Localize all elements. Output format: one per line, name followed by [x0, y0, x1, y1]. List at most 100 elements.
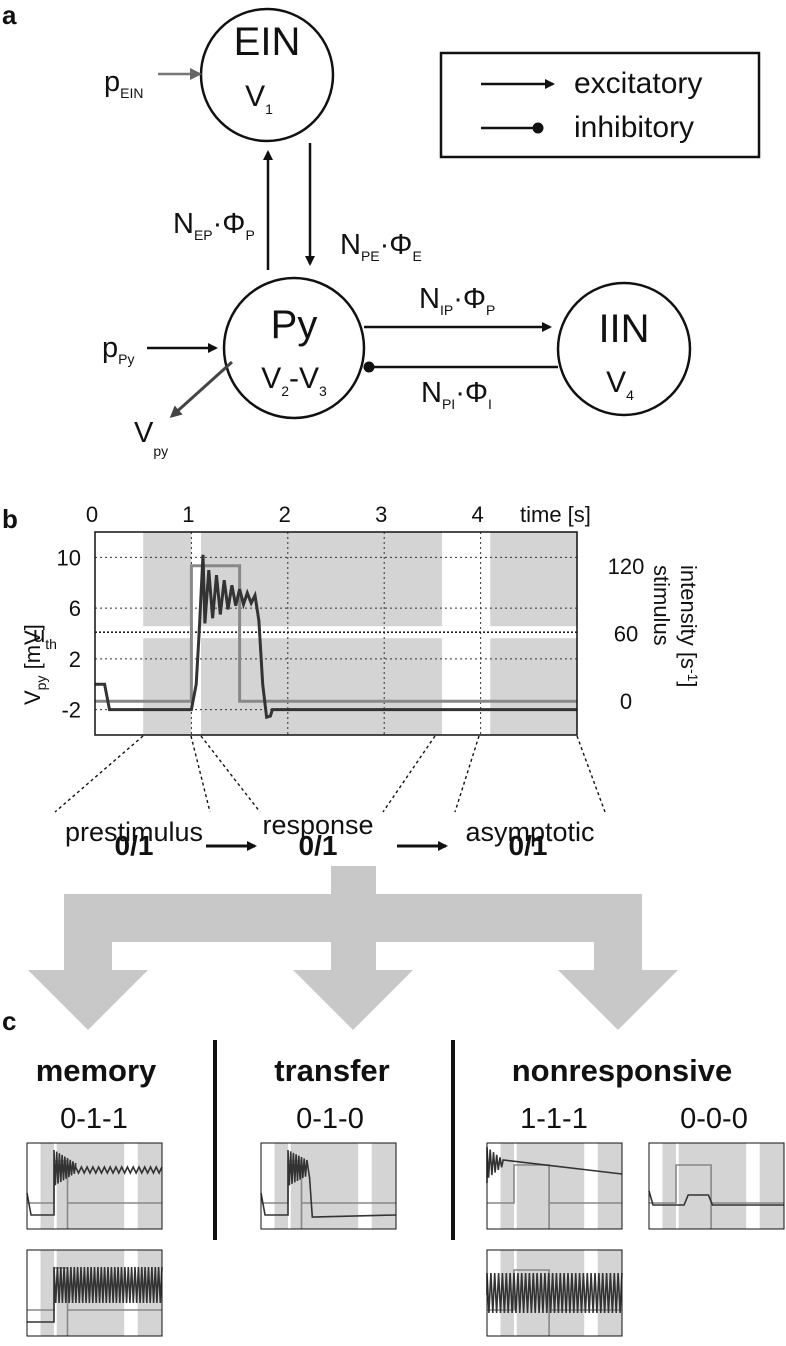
vpy-series [95, 554, 577, 720]
shaded-window-1-lower [201, 638, 443, 735]
thumbnail-transfer [260, 1142, 397, 1230]
p-py-label: pPy [102, 332, 134, 367]
phase-asymptotic: asymptotic [465, 817, 594, 847]
left-tick-2: 2 [69, 647, 81, 672]
phase-prestimulus: prestimulus [65, 817, 203, 847]
uth-label: uth [33, 622, 57, 652]
category-nonresponsive-code-1: 1-1-1 [520, 1103, 588, 1135]
nonresp-osc-trace [486, 1272, 623, 1314]
nonresp-111-window-2 [597, 1143, 622, 1229]
transfer-window-0 [274, 1143, 288, 1229]
thumbnail-memory-2 [26, 1249, 163, 1337]
npi-label: NPI·ΦI [421, 377, 492, 412]
legend: excitatory inhibitory [439, 51, 761, 159]
thumbnail-nonresponsive-oscillation [486, 1249, 623, 1337]
iin-node: IIN V4 [556, 281, 692, 417]
transfer-frame [260, 1142, 397, 1230]
plot-frame [94, 531, 578, 736]
time-tick-4: 4 [471, 502, 483, 527]
py-node: Py V2-V3 [222, 276, 366, 420]
time-tick-0: 0 [86, 502, 98, 527]
right-tick-120: 120 [608, 554, 645, 579]
time-tick-3: 3 [375, 502, 387, 527]
nep-label: NEP·ΦP [173, 208, 255, 243]
shaded-windows [143, 532, 577, 735]
memory-1-window-0 [40, 1143, 54, 1229]
time-tick-2: 2 [279, 502, 291, 527]
nonresp-000-window-0 [662, 1143, 676, 1229]
nip-label: NIP·ΦP [419, 283, 495, 318]
shaded-window-1-upper [201, 532, 443, 627]
transfer-trace [260, 1149, 397, 1218]
memory-1-trace [26, 1149, 163, 1216]
panel-a-letter: a [2, 0, 17, 30]
shaded-window-2-lower [490, 638, 577, 735]
panel-b-letter: b [2, 504, 18, 534]
branch-arrow [28, 866, 678, 1030]
code-second: 0/1 [299, 830, 338, 861]
panel-c-letter: c [2, 1006, 16, 1036]
memory-1-window-2 [137, 1143, 162, 1229]
shaded-window-2-upper [490, 532, 577, 627]
memory-2-window-0 [40, 1250, 54, 1336]
nonresp-000-frame [648, 1142, 785, 1230]
leader-lines [54, 735, 606, 813]
phase-response: response [262, 810, 373, 840]
shaded-window-0-lower [143, 638, 192, 735]
category-memory-code: 0-1-1 [60, 1103, 128, 1135]
thumbnail-nonresponsive-000 [648, 1142, 785, 1230]
category-nonresponsive-code-2: 0-0-0 [680, 1103, 748, 1135]
nonresp-111-frame [486, 1142, 623, 1230]
right-tick-60: 60 [614, 622, 638, 647]
ticks: 0 1 2 3 4 10 6 2 -2 120 60 0 [57, 502, 645, 723]
category-transfer-code: 0-1-0 [296, 1103, 364, 1135]
nonresp-000-window-1 [678, 1143, 747, 1229]
memory-2-trace [27, 1266, 163, 1323]
right-axis-label-1: stimulus [649, 565, 674, 646]
time-axis-label: time [s] [520, 502, 591, 527]
iin-name: IIN [598, 307, 649, 351]
right-axis-label-2: intensity [s-1] [676, 565, 701, 688]
codes-row: 0/1 0/1 0/1 [115, 830, 548, 861]
code-third: 0/1 [509, 830, 548, 861]
nonresp-000-stimulus [649, 1164, 784, 1229]
py-name: Py [271, 303, 318, 347]
stimulus-series [95, 564, 577, 703]
panel-a: a EIN V1 Py V2-V3 IIN V4 pEIN pPy Vp [2, 0, 761, 459]
arrow-v-py [169, 360, 234, 419]
left-tick-10: 10 [57, 545, 81, 570]
legend-inhibitory-label: inhibitory [574, 111, 694, 144]
nonresp-111-trace [486, 1146, 623, 1183]
category-memory: memory [36, 1053, 157, 1088]
thumbnail-nonresponsive-111 [486, 1142, 623, 1230]
nonresp-111-stimulus [487, 1164, 622, 1229]
ein-var: V1 [245, 80, 273, 117]
p-ein-label: pEIN [104, 66, 143, 101]
left-tick-6: 6 [69, 596, 81, 621]
code-first: 0/1 [115, 830, 154, 861]
ein-node: EIN V1 [199, 7, 335, 143]
category-transfer: transfer [274, 1053, 389, 1088]
left-tick--2: -2 [61, 698, 81, 723]
nonresp-osc-frame [486, 1249, 623, 1337]
nonresp-000-window-2 [759, 1143, 784, 1229]
iin-var: V4 [606, 366, 634, 403]
nonresp-000-trace [648, 1190, 784, 1206]
memory-1-frame [26, 1142, 163, 1230]
thumbnail-memory-1 [26, 1142, 163, 1230]
panel-b: b 0 1 2 3 4 10 6 2 -2 120 60 0 time [s] Vpy [mV] ut… [2, 502, 701, 847]
shaded-window-0-upper [143, 532, 192, 627]
nonresp-111-window-0 [500, 1143, 514, 1229]
nonresp-111-window-1 [516, 1143, 585, 1229]
memory-2-frame [26, 1249, 163, 1337]
legend-excitatory-label: excitatory [574, 67, 702, 100]
ein-name: EIN [234, 20, 301, 64]
panel-c: c memory 0-1-1 transfer 0-1-0 nonrespons… [2, 1006, 785, 1337]
time-tick-1: 1 [182, 502, 194, 527]
py-var: V2-V3 [261, 362, 327, 399]
npe-label: NPE·ΦE [340, 229, 422, 264]
right-tick-0: 0 [620, 689, 632, 714]
left-axis-label: Vpy [mV] [20, 624, 49, 705]
v-py-label: Vpy [134, 417, 168, 459]
